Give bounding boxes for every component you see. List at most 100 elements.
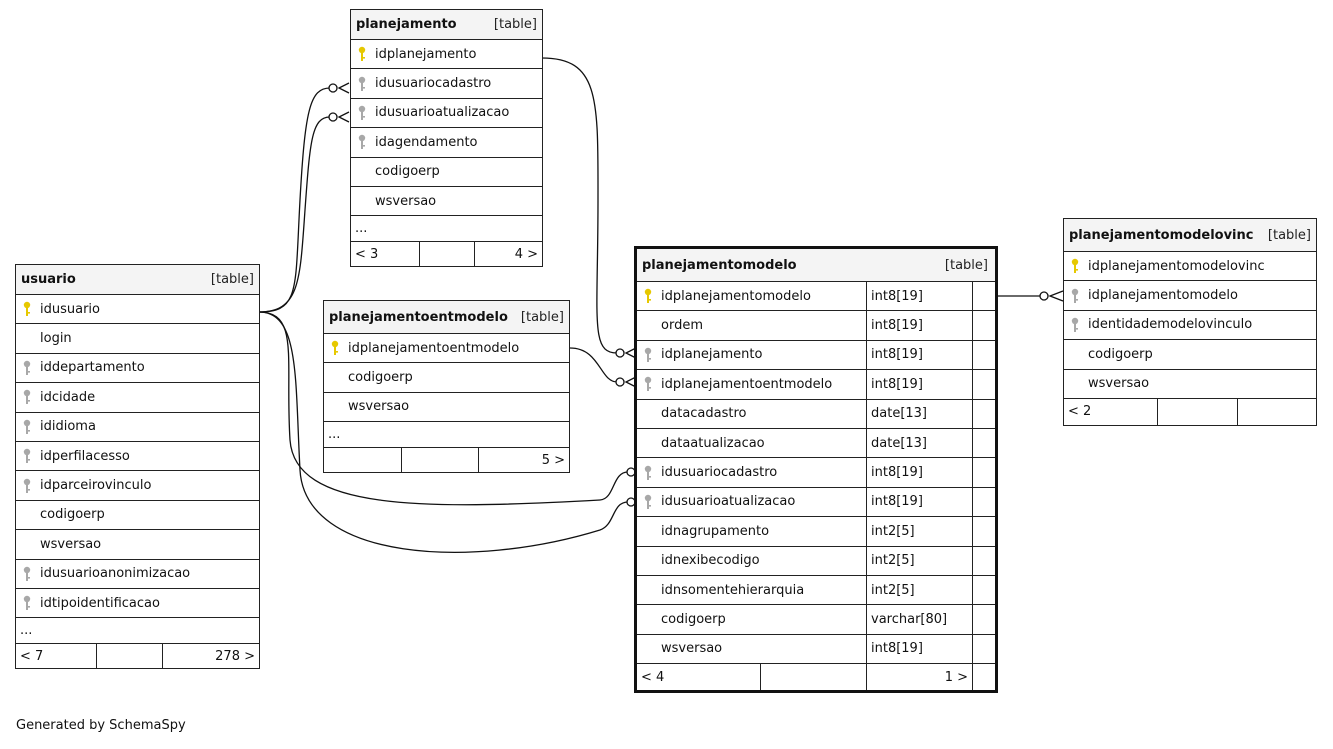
column-row[interactable]: iddepartamento <box>16 354 259 384</box>
column-row[interactable]: wsversao <box>351 187 542 217</box>
column-type: int2[5] <box>867 517 973 546</box>
parents-count[interactable]: < 3 <box>351 242 420 267</box>
primary-key-icon <box>637 288 659 304</box>
children-count[interactable]: 1 > <box>867 664 973 691</box>
column-row[interactable]: idagendamento <box>351 128 542 158</box>
column-name: idplanejamento <box>661 347 763 363</box>
crowfoot <box>337 111 350 123</box>
column-name: ordem <box>661 318 703 334</box>
table-planejamentomodelo[interactable]: planejamentomodelo [table] idplanejament… <box>634 246 998 694</box>
children-count[interactable]: 4 > <box>514 246 538 262</box>
table-name: usuario <box>21 272 76 287</box>
column-row[interactable]: codigoerp <box>16 501 259 531</box>
column-row[interactable]: idplanejamentomodelo <box>1064 281 1316 311</box>
foreign-key-icon <box>16 419 38 435</box>
column-row[interactable]: idtipoidentificacao <box>16 589 259 619</box>
column-row[interactable]: idperfilacesso <box>16 442 259 472</box>
column-row[interactable]: ididioma <box>16 413 259 442</box>
column-name: idplanejamentoentmodelo <box>661 376 833 392</box>
column-row[interactable]: codigoerp <box>1064 340 1316 370</box>
column-name: idusuariocadastro <box>661 465 778 481</box>
column-row[interactable]: idcidade <box>16 383 259 413</box>
column-row[interactable]: idusuariocadastro <box>351 69 542 99</box>
column-type: int2[5] <box>867 575 973 605</box>
parents-count[interactable]: < 2 <box>1064 398 1158 425</box>
column-type: int8[19] <box>867 370 973 399</box>
parents-count[interactable]: < 4 <box>637 664 761 691</box>
column-row[interactable]: idusuarioatualizacao <box>351 99 542 129</box>
column-type: int8[19] <box>867 487 973 517</box>
foreign-key-icon <box>16 595 38 611</box>
column-row[interactable]: codigoerp <box>351 158 542 187</box>
column-row[interactable]: codigoerp <box>324 363 569 393</box>
foreign-key-icon <box>351 105 373 121</box>
column-type: int2[5] <box>867 546 973 575</box>
primary-key-icon <box>16 301 38 317</box>
footer-middle <box>402 448 479 473</box>
column-name: dataatualizacao <box>661 435 765 451</box>
table-kind: [table] <box>210 272 254 287</box>
table-name: planejamentomodelo <box>642 257 797 273</box>
rel-usuario-modelo-atualizacao <box>258 311 629 553</box>
children-count[interactable]: 278 > <box>215 648 255 664</box>
foreign-key-icon <box>16 360 38 376</box>
table-kind: [table] <box>1267 227 1311 243</box>
column-name: idplanejamento <box>375 46 477 62</box>
children-count[interactable]: 5 > <box>541 452 565 468</box>
table-footer: < 3 4 > <box>351 242 542 267</box>
column-name: codigoerp <box>348 370 413 386</box>
column-row[interactable]: idnagrupamento int2[5] <box>637 517 995 547</box>
column-row[interactable]: wsversao <box>324 393 569 423</box>
column-row[interactable]: idplanejamentoentmodelo <box>324 334 569 364</box>
column-row[interactable]: login <box>16 324 259 354</box>
column-name: login <box>40 331 72 347</box>
foreign-key-icon <box>637 347 659 363</box>
parents-count[interactable]: < 7 <box>16 644 97 669</box>
table-footer: 5 > <box>324 448 569 473</box>
column-row[interactable]: identidademodelovinculo <box>1064 311 1316 341</box>
rel-usuario-modelo-cadastro <box>258 311 629 506</box>
cardinality-circle <box>328 112 338 122</box>
foreign-key-icon <box>1064 317 1086 333</box>
column-row[interactable]: idplanejamentoentmodelo int8[19] <box>637 370 995 400</box>
column-row[interactable]: idusuario <box>16 295 259 325</box>
foreign-key-icon <box>16 389 38 405</box>
column-row[interactable]: idusuarioanonimizacao <box>16 560 259 589</box>
foreign-key-icon <box>16 566 38 582</box>
primary-key-icon <box>1064 258 1086 274</box>
column-row[interactable]: idplanejamento <box>351 40 542 70</box>
crowfoot <box>337 82 350 94</box>
column-row[interactable]: wsversao <box>1064 370 1316 399</box>
column-name: idusuario <box>40 301 100 317</box>
table-planejamentomodelovinc[interactable]: planejamentomodelovinc [table] idplaneja… <box>1063 218 1317 426</box>
table-kind: [table] <box>493 17 537 32</box>
column-name: idnsomentehierarquia <box>661 582 805 598</box>
table-usuario[interactable]: usuario [table] idusuario login iddepartam… <box>15 264 260 670</box>
column-name: idtipoidentificacao <box>40 595 160 611</box>
table-planejamentoentmodelo[interactable]: planejamentoentmodelo [table] idplanejam… <box>323 300 570 474</box>
column-name: idnagrupamento <box>661 523 770 539</box>
cardinality-circle <box>615 377 625 387</box>
cardinality-circle <box>1039 291 1049 301</box>
column-name: identidademodelovinculo <box>1088 317 1253 333</box>
column-row[interactable]: wsversao <box>16 530 259 560</box>
column-row[interactable]: idnsomentehierarquia int2[5] <box>637 575 995 606</box>
column-row[interactable]: idplanejamentomodelovinc <box>1064 252 1316 282</box>
column-name: idperfilacesso <box>40 448 130 464</box>
foreign-key-icon <box>637 494 659 510</box>
table-kind: [table] <box>520 309 564 325</box>
table-footer: < 2 <box>1064 398 1316 425</box>
column-row[interactable]: idparceirovinculo <box>16 471 259 501</box>
column-name: codigoerp <box>1088 346 1153 362</box>
